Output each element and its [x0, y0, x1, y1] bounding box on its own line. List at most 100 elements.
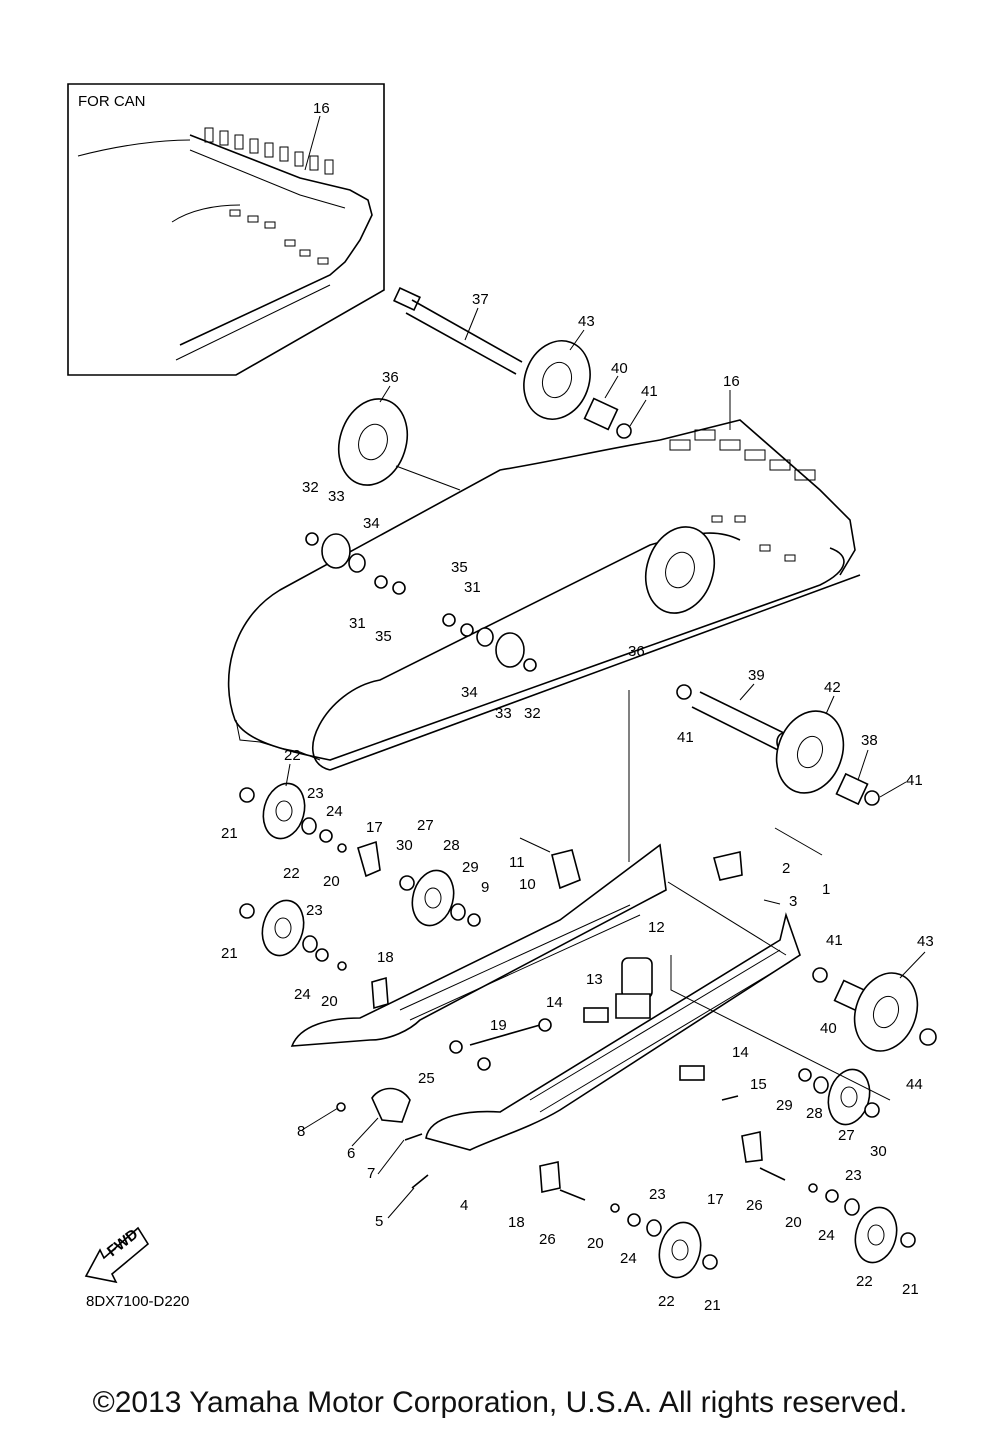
callout-30: 30 — [396, 837, 413, 854]
diagram-code: 8DX7100-D220 — [86, 1293, 189, 1310]
collar-40-top — [583, 397, 619, 431]
wheel-22-upper-left — [262, 782, 306, 840]
callout-6: 6 — [347, 1145, 355, 1162]
callout-20: 20 — [323, 873, 340, 890]
callout-17: 17 — [366, 819, 383, 836]
wheel-22-lower-left — [261, 899, 305, 957]
callout-21: 21 — [704, 1297, 721, 1314]
callout-20: 20 — [587, 1235, 604, 1252]
callout-17: 17 — [707, 1191, 724, 1208]
wheel-43-top — [523, 340, 591, 420]
callout-27: 27 — [838, 1127, 855, 1144]
callout-10: 10 — [519, 876, 536, 893]
callout-15: 15 — [750, 1076, 767, 1093]
callout-20: 20 — [785, 1214, 802, 1231]
axle-39 — [691, 691, 792, 752]
callouts: 16 37 43 36 40 41 16 32 33 34 35 31 31 3… — [221, 100, 934, 1314]
wheel-22-bottom-right — [854, 1206, 898, 1264]
callout-33: 33 — [495, 705, 512, 722]
callout-29: 29 — [776, 1097, 793, 1114]
callout-36: 36 — [628, 643, 645, 660]
callout-23: 23 — [307, 785, 324, 802]
callout-35: 35 — [451, 559, 468, 576]
callout-37: 37 — [472, 291, 489, 308]
callout-23: 23 — [649, 1186, 666, 1203]
callout-28: 28 — [806, 1105, 823, 1122]
callout-24: 24 — [294, 986, 311, 1003]
callout-8: 8 — [297, 1123, 305, 1140]
callout-43: 43 — [917, 933, 934, 950]
callout-33: 33 — [328, 488, 345, 505]
left-rail — [290, 843, 667, 1047]
callout-23: 23 — [306, 902, 323, 919]
callout-11: 11 — [509, 854, 525, 871]
callout-16: 16 — [313, 100, 330, 117]
callout-41: 41 — [677, 729, 694, 746]
callout-22: 22 — [658, 1293, 675, 1310]
wheel-43-right — [853, 972, 919, 1052]
callout-41: 41 — [906, 772, 923, 789]
callout-41: 41 — [826, 932, 843, 949]
callout-40: 40 — [611, 360, 628, 377]
callout-4: 4 — [460, 1197, 468, 1214]
callout-14: 14 — [546, 994, 563, 1011]
callout-18: 18 — [508, 1214, 525, 1231]
callout-18: 18 — [377, 949, 394, 966]
callout-43: 43 — [578, 313, 595, 330]
callout-26: 26 — [539, 1231, 556, 1248]
callout-36: 36 — [382, 369, 399, 386]
callout-38: 38 — [861, 732, 878, 749]
inset-for-can: FOR CAN — [67, 83, 385, 376]
wheel-36-left — [337, 398, 409, 486]
callout-9: 9 — [481, 879, 489, 896]
callout-24: 24 — [620, 1250, 637, 1267]
callout-34: 34 — [363, 515, 380, 532]
axle-37 — [393, 286, 523, 375]
callout-7: 7 — [367, 1165, 375, 1182]
callout-27: 27 — [417, 817, 434, 834]
wheel-27-right — [827, 1068, 871, 1126]
right-rail — [425, 912, 801, 1151]
callout-32: 32 — [524, 705, 541, 722]
track-belt — [227, 419, 861, 771]
callout-21: 21 — [902, 1281, 919, 1298]
callout-22: 22 — [856, 1273, 873, 1290]
callout-31: 31 — [349, 615, 366, 632]
callout-16: 16 — [723, 373, 740, 390]
callout-44: 44 — [906, 1076, 923, 1093]
callout-28: 28 — [443, 837, 460, 854]
wheel-36-right — [644, 526, 716, 614]
callout-29: 29 — [462, 859, 479, 876]
callout-13: 13 — [586, 971, 603, 988]
wheel-22-bottom-center — [658, 1221, 702, 1279]
callout-24: 24 — [326, 803, 343, 820]
callout-41: 41 — [641, 383, 658, 400]
copyright-notice: ©2013 Yamaha Motor Corporation, U.S.A. A… — [92, 1386, 908, 1419]
washer-41 — [616, 423, 632, 439]
callout-5: 5 — [375, 1213, 383, 1230]
callout-1: 1 — [822, 881, 830, 898]
callout-20: 20 — [321, 993, 338, 1010]
callout-21: 21 — [221, 825, 238, 842]
callout-23: 23 — [845, 1167, 862, 1184]
callout-2: 2 — [782, 860, 790, 877]
fwd-arrow: FWD — [84, 1226, 150, 1284]
callout-12: 12 — [648, 919, 665, 936]
callout-19: 19 — [490, 1017, 507, 1034]
callout-21: 21 — [221, 945, 238, 962]
callout-42: 42 — [824, 679, 841, 696]
callout-26: 26 — [746, 1197, 763, 1214]
callout-24: 24 — [818, 1227, 835, 1244]
callout-22: 22 — [283, 865, 300, 882]
wheel-27-left — [411, 869, 455, 927]
callout-25: 25 — [418, 1070, 435, 1087]
leader-lines — [285, 115, 926, 1219]
inset-label: FOR CAN — [78, 93, 146, 110]
callout-40: 40 — [820, 1020, 837, 1037]
callout-31: 31 — [464, 579, 481, 596]
callout-14: 14 — [732, 1044, 749, 1061]
callout-22: 22 — [284, 747, 301, 764]
callout-35: 35 — [375, 628, 392, 645]
callout-39: 39 — [748, 667, 765, 684]
